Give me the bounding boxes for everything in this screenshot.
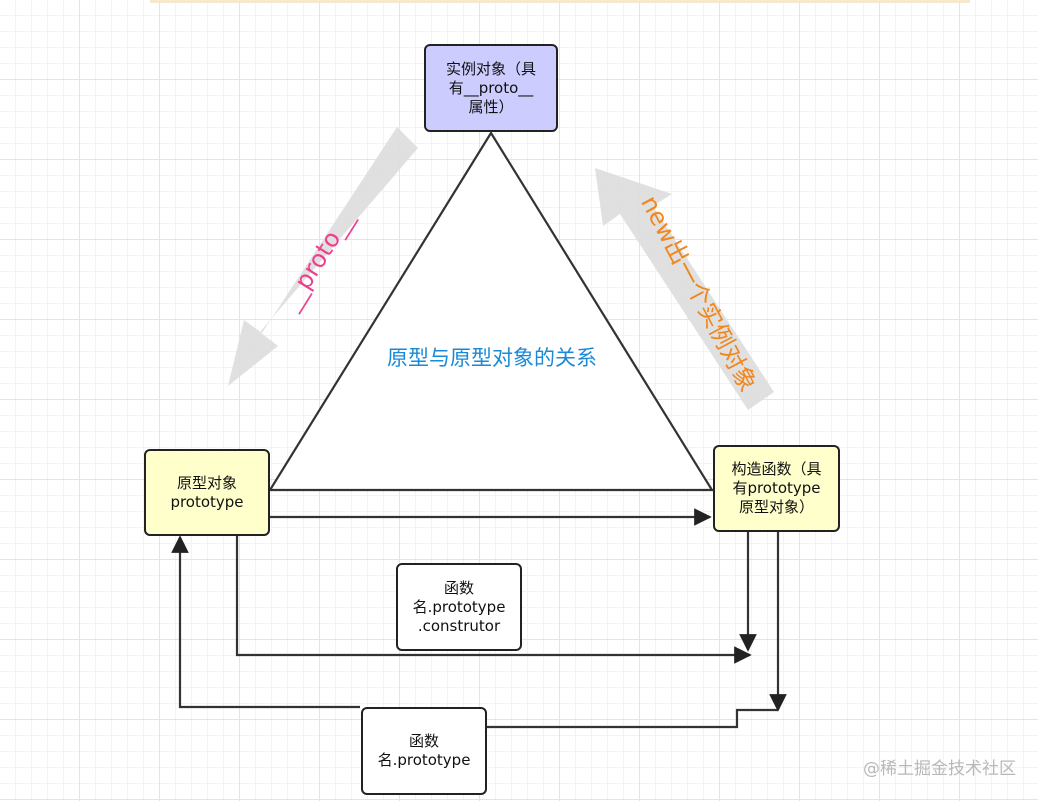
center-title: 原型与原型对象的关系: [387, 346, 597, 370]
constructor-ref-line-2: 名.prototype: [412, 597, 506, 616]
prototype-ref-to-constructor-line: [487, 708, 778, 729]
constructor-line-2: 有prototype: [732, 479, 821, 497]
instance-line-2: 有__proto__: [448, 78, 534, 97]
proto-arrow: [228, 127, 418, 386]
relationship-triangle: [268, 130, 714, 492]
instance-object-node[interactable]: 实例对象（具 有__proto__ 属性）: [424, 44, 558, 132]
prototype-to-constructor-ref-line: [235, 535, 752, 664]
constructor-function-node[interactable]: 构造函数（具 有prototype 原型对象）: [713, 445, 840, 532]
constructor-line-1: 构造函数（具: [731, 460, 822, 478]
prototype-ref-line-1: 函数: [408, 732, 439, 750]
prototype-line-2: prototype: [170, 492, 244, 511]
watermark: @稀土掘金技术社区: [863, 759, 1016, 779]
prototype-ref-to-prototype-line: [171, 535, 360, 709]
constructor-ref-line-3: .construtor: [417, 616, 501, 635]
instance-line-3: 属性）: [468, 97, 514, 116]
prototype-ref-line-2: 名.prototype: [377, 751, 471, 769]
constructor-ref-node[interactable]: 函数 名.prototype .construtor: [396, 563, 522, 651]
top-edge-strip: [150, 0, 970, 3]
prototype-line-1: 原型对象: [176, 473, 237, 492]
instance-line-1: 实例对象（具: [445, 59, 536, 78]
constructor-ref-line-1: 函数: [443, 578, 474, 597]
constructor-line-3: 原型对象）: [738, 498, 814, 516]
prototype-ref-node[interactable]: 函数 名.prototype: [361, 707, 487, 795]
prototype-object-node[interactable]: 原型对象 prototype: [144, 449, 270, 536]
new-arrow: [595, 168, 774, 410]
